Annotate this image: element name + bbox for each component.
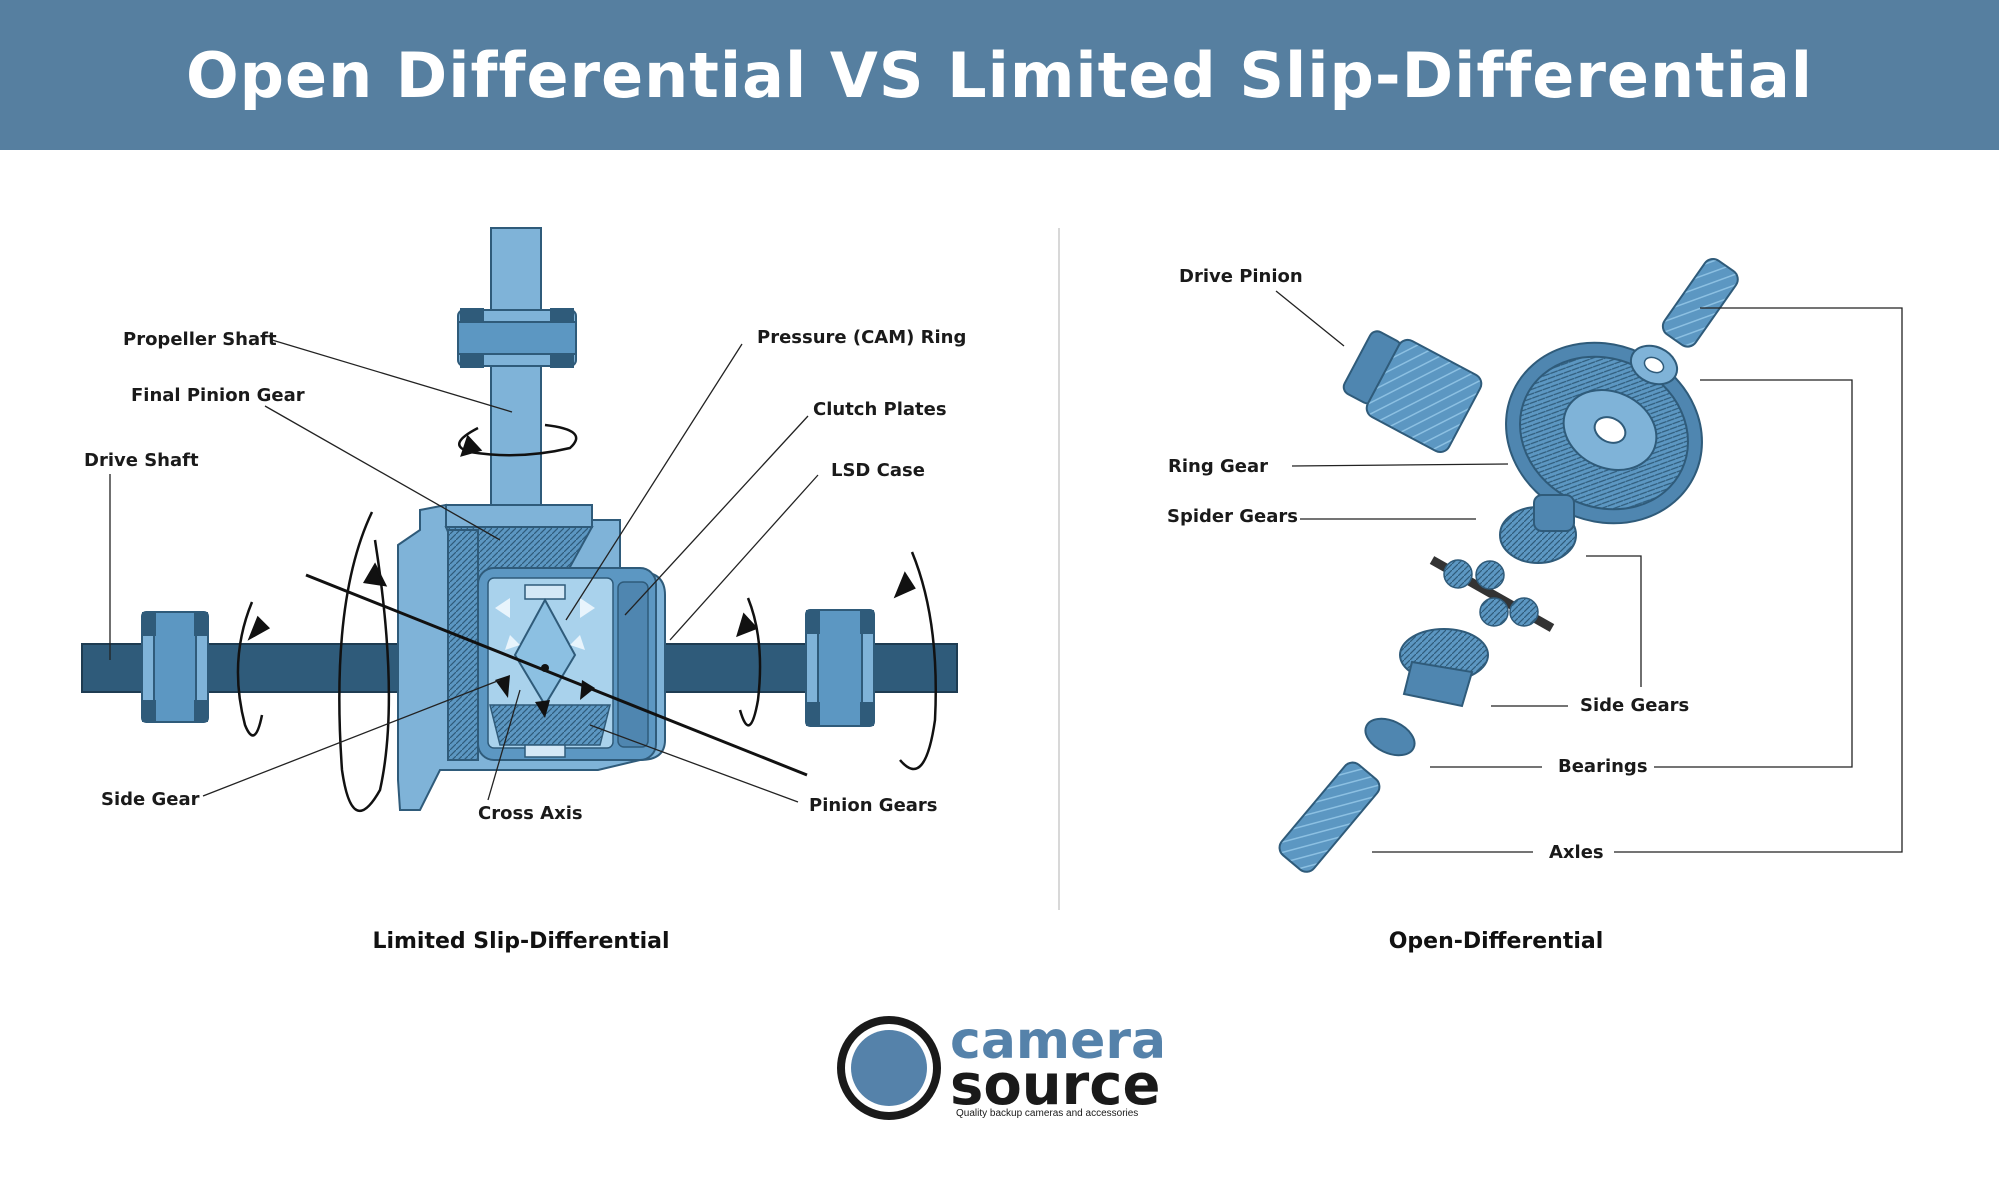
leader-side-gear	[202, 679, 501, 797]
section-line	[305, 573, 808, 777]
label-cross-axis: Cross Axis	[478, 803, 583, 824]
leader-propeller-shaft	[271, 339, 513, 413]
camera-source-logo: camera source Quality backup cameras and…	[837, 1011, 1166, 1120]
clutch-plates	[447, 529, 479, 761]
side-gear-lower	[1399, 628, 1489, 708]
drive-pinion	[1342, 330, 1483, 454]
propeller-shaft	[490, 227, 542, 509]
label-side-gear: Side Gear	[101, 789, 200, 810]
leader-clutch-plates	[624, 415, 809, 616]
label-ring-gear: Ring Gear	[1168, 456, 1268, 477]
leader-pinion-gears	[589, 724, 799, 803]
header-banner: Open Differential VS Limited Slip-Differ…	[0, 0, 1999, 150]
lsd-diagram: Propeller Shaft Final Pinion Gear Drive …	[81, 227, 966, 954]
open-diff-diagram: Drive Pinion Ring Gear Spider Gears Side…	[1167, 257, 1903, 954]
label-clutch-plates: Clutch Plates	[813, 399, 947, 420]
pressure-arrows	[495, 598, 595, 650]
propeller-flange	[457, 308, 577, 368]
leader-axles-bracket	[1614, 307, 1903, 853]
label-pressure-ring: Pressure (CAM) Ring	[757, 327, 966, 348]
label-bearings: Bearings	[1558, 756, 1648, 777]
label-lsd-case: LSD Case	[831, 460, 925, 481]
label-axles: Axles	[1549, 842, 1604, 863]
label-propeller-shaft: Propeller Shaft	[123, 329, 277, 350]
label-pinion-gears: Pinion Gears	[809, 795, 938, 816]
lens-inner	[851, 1030, 927, 1106]
page-title: Open Differential VS Limited Slip-Differ…	[185, 38, 1814, 112]
lower-axle	[1278, 761, 1381, 873]
logo-word-source: source	[950, 1053, 1160, 1118]
leader-ring-gear	[1291, 463, 1509, 467]
leader-drive-pinion	[1275, 290, 1345, 347]
label-side-gears: Side Gears	[1580, 695, 1689, 716]
left-flange	[141, 611, 209, 723]
label-final-pinion-gear: Final Pinion Gear	[131, 385, 305, 406]
leader-bearings-bracket	[1654, 379, 1853, 768]
leader-pressure-ring	[565, 343, 743, 621]
final-pinion-gear	[445, 504, 593, 528]
leader-cross-axis	[487, 689, 521, 801]
leader-lsd-case	[669, 474, 819, 641]
leader-final-pinion-gear	[264, 405, 501, 541]
label-drive-pinion: Drive Pinion	[1179, 266, 1303, 287]
caption-lsd: Limited Slip-Differential	[372, 929, 669, 954]
top-axle	[1661, 257, 1739, 348]
caption-open-diff: Open-Differential	[1389, 929, 1604, 954]
lower-bearing	[1364, 717, 1416, 757]
logo-tagline: Quality backup cameras and accessories	[956, 1108, 1138, 1119]
leader-side-gears-bracket	[1586, 555, 1642, 687]
label-drive-shaft: Drive Shaft	[84, 450, 199, 471]
label-spider-gears: Spider Gears	[1167, 506, 1298, 527]
logo-word-camera: camera	[950, 1011, 1166, 1071]
rotation-arrows	[236, 423, 938, 813]
right-flange	[805, 609, 875, 727]
spider-gears-cross	[1429, 556, 1555, 632]
spider-gear-top	[1499, 494, 1577, 564]
